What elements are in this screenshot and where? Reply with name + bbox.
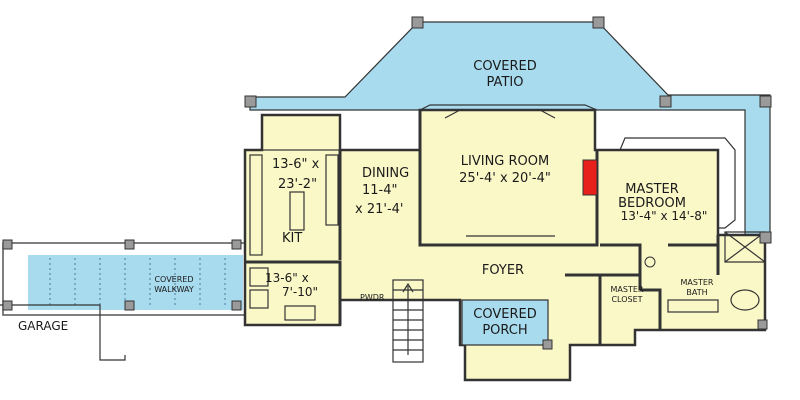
garage-label: GARAGE (18, 319, 68, 333)
covered-patio-label-1: COVERED (473, 59, 536, 74)
post-icon (2, 16, 772, 350)
walkway-floor (28, 255, 243, 310)
stair-icon (392, 279, 424, 363)
fireplace-icon (582, 159, 598, 196)
toilet-icon (644, 256, 656, 268)
living-room-dims: 25'-4' x 20'-4" (459, 171, 551, 186)
master-bedroom-bay (619, 137, 736, 229)
living-room-label: LIVING ROOM (461, 154, 549, 169)
master-bedroom-label-2: BEDROOM (618, 196, 686, 211)
master-bath-label-2: BATH (686, 288, 707, 297)
covered-walkway-label-1: COVERED (154, 275, 193, 284)
dining-dims-2: x 21'-4' (355, 202, 403, 217)
covered-walkway-area (2, 242, 249, 316)
master-closet-label-2: CLOSET (611, 295, 642, 304)
bathtub-icon (730, 289, 760, 311)
master-bedroom-dims: 13'-4" x 14'-8" (621, 209, 708, 223)
interior-walls (245, 110, 766, 345)
utility-dims-1: 13-6" x (265, 271, 309, 285)
master-bath-label-1: MASTER (681, 278, 714, 287)
master-bedroom-label-1: MASTER (625, 182, 679, 197)
kitchen-dims-2: 23'-2" (278, 177, 317, 192)
dining-label: DINING (362, 166, 409, 181)
dining-dims-1: 11-4" (362, 183, 397, 198)
utility-fixtures (249, 267, 316, 321)
covered-porch-label-2: PORCH (482, 323, 527, 338)
kitchen-dims-1: 13-6" x (272, 157, 320, 172)
powder-label: PWDR (360, 293, 385, 302)
master-closet-label-1: MASTER (611, 285, 644, 294)
kitchen-fixtures (249, 114, 341, 256)
utility-dims-2: 7'-10" (282, 285, 318, 299)
covered-walkway-label-2: WALKWAY (154, 285, 194, 294)
bath-vanity (667, 299, 719, 313)
living-room-bay (419, 104, 598, 119)
walkway-dashes (49, 258, 226, 308)
foyer-label: FOYER (482, 263, 524, 278)
garage-outline (0, 304, 126, 361)
covered-porch-label-1: COVERED (473, 307, 536, 322)
kitchen-label: KIT (282, 231, 302, 246)
covered-patio-label-2: PATIO (487, 75, 524, 90)
kitchen-island (289, 191, 305, 231)
